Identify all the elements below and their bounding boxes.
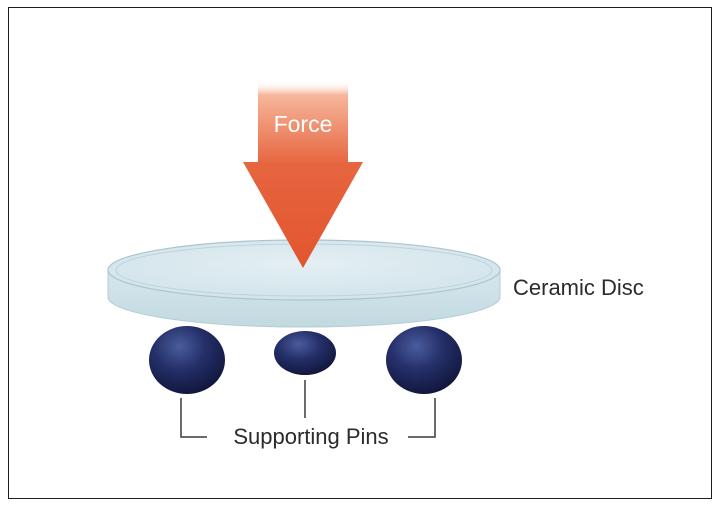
pin-right xyxy=(386,326,462,394)
sphere-pin-icon xyxy=(386,326,462,394)
sphere-pin-icon xyxy=(149,326,225,394)
pin-middle xyxy=(274,331,336,375)
force-label: Force xyxy=(274,111,333,137)
force-arrow-icon xyxy=(243,80,363,268)
sphere-pin-icon xyxy=(274,331,336,375)
ceramic-disc-icon xyxy=(107,239,501,328)
ceramic-disc-label: Ceramic Disc xyxy=(513,275,644,300)
supporting-pins-label: Supporting Pins xyxy=(233,424,388,449)
pin-left xyxy=(149,326,225,394)
pins-bracket xyxy=(180,380,436,438)
